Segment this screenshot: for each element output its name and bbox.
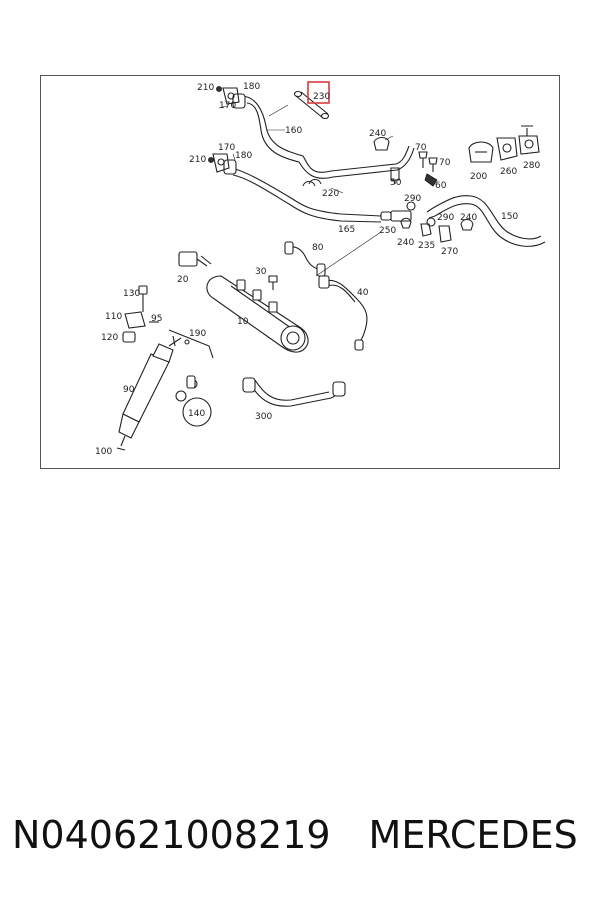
label-220: 220 — [322, 189, 339, 199]
brand-name: MERCEDES — [368, 813, 578, 857]
sleeve-120[interactable] — [122, 331, 136, 343]
hose-160[interactable] — [240, 95, 415, 179]
fitting-250[interactable] — [380, 210, 412, 222]
injector-90[interactable] — [118, 337, 182, 447]
clamp-240b[interactable] — [400, 217, 412, 229]
label-180: 180 — [235, 151, 252, 161]
label-70: 70 — [415, 143, 427, 153]
label-160: 160 — [285, 126, 302, 136]
bolt-70a[interactable] — [418, 151, 428, 168]
sensor-235[interactable] — [420, 223, 432, 237]
label-210: 210 — [189, 155, 206, 165]
label-240: 240 — [397, 238, 414, 248]
hose-165[interactable] — [230, 167, 382, 223]
label-70: 70 — [439, 158, 451, 168]
bracket-200[interactable] — [468, 141, 494, 163]
connector-180b[interactable] — [223, 159, 237, 175]
label-300: 300 — [255, 412, 272, 422]
label-240: 240 — [369, 129, 386, 139]
pipe-80[interactable] — [284, 241, 326, 277]
label-180: 180 — [243, 82, 260, 92]
part-number: N040621008219 — [12, 813, 331, 857]
bolt-130[interactable] — [138, 285, 148, 312]
fuel-rail-10[interactable] — [206, 275, 309, 353]
label-170: 170 — [219, 101, 236, 111]
label-110: 110 — [105, 312, 122, 322]
bolt-70b[interactable] — [428, 157, 438, 172]
highlight-box-230 — [307, 81, 330, 104]
label-80: 80 — [312, 243, 324, 253]
pipe-40[interactable] — [318, 275, 368, 351]
label-60: 60 — [435, 181, 447, 191]
label-50: 50 — [390, 178, 402, 188]
label-240: 240 — [460, 213, 477, 223]
sensor-60[interactable] — [424, 173, 438, 187]
bolt-210a[interactable] — [216, 86, 222, 92]
valve-280[interactable] — [518, 125, 540, 155]
label-170: 170 — [218, 143, 235, 153]
bracket-260[interactable] — [496, 137, 518, 161]
clamp-220[interactable] — [302, 178, 322, 187]
sensor-50[interactable] — [390, 167, 400, 184]
label-100: 100 — [95, 447, 112, 457]
diagram-frame: 210 180 170 230 160 240 170 210 180 70 7… — [40, 75, 560, 469]
label-280: 280 — [523, 161, 540, 171]
label-120: 120 — [101, 333, 118, 343]
label-210: 210 — [197, 83, 214, 93]
bolt-210b[interactable] — [208, 157, 214, 163]
label-290: 290 — [404, 194, 421, 204]
label-140: 140 — [188, 409, 205, 419]
seal-100[interactable] — [116, 447, 126, 451]
bolt-30[interactable] — [268, 275, 278, 290]
label-150: 150 — [501, 212, 518, 222]
label-10: 10 — [237, 317, 249, 327]
clamp-240a[interactable] — [373, 136, 390, 151]
label-130: 130 — [123, 289, 140, 299]
label-165: 165 — [338, 225, 355, 235]
label-290: 290 — [437, 213, 454, 223]
bracket-170b[interactable] — [212, 153, 230, 173]
label-95: 95 — [151, 314, 162, 324]
seal-290a[interactable] — [406, 201, 416, 211]
pipe-300[interactable] — [242, 377, 346, 407]
label-40: 40 — [357, 288, 369, 298]
sensor-20[interactable] — [178, 251, 212, 267]
clamp-110[interactable] — [124, 311, 146, 329]
clamp-240c[interactable] — [460, 218, 474, 231]
label-90: 90 — [123, 385, 135, 395]
bracket-190[interactable] — [168, 329, 214, 359]
exploded-parts-diagram: 210 180 170 230 160 240 170 210 180 70 7… — [95, 81, 546, 457]
label-30: 30 — [255, 267, 267, 277]
seal-set-140[interactable] — [175, 375, 212, 427]
connector-270[interactable] — [438, 225, 452, 243]
product-caption: N040621008219 MERCEDES — [12, 805, 592, 865]
label-235: 235 — [418, 241, 435, 251]
seal-290b[interactable] — [426, 217, 436, 227]
label-260: 260 — [500, 167, 517, 177]
label-270: 270 — [441, 247, 458, 257]
label-200: 200 — [470, 172, 487, 182]
label-250: 250 — [379, 226, 396, 236]
label-230: 230 — [313, 92, 330, 102]
label-20: 20 — [177, 275, 189, 285]
bracket-170a[interactable] — [222, 87, 240, 105]
label-190: 190 — [189, 329, 206, 339]
